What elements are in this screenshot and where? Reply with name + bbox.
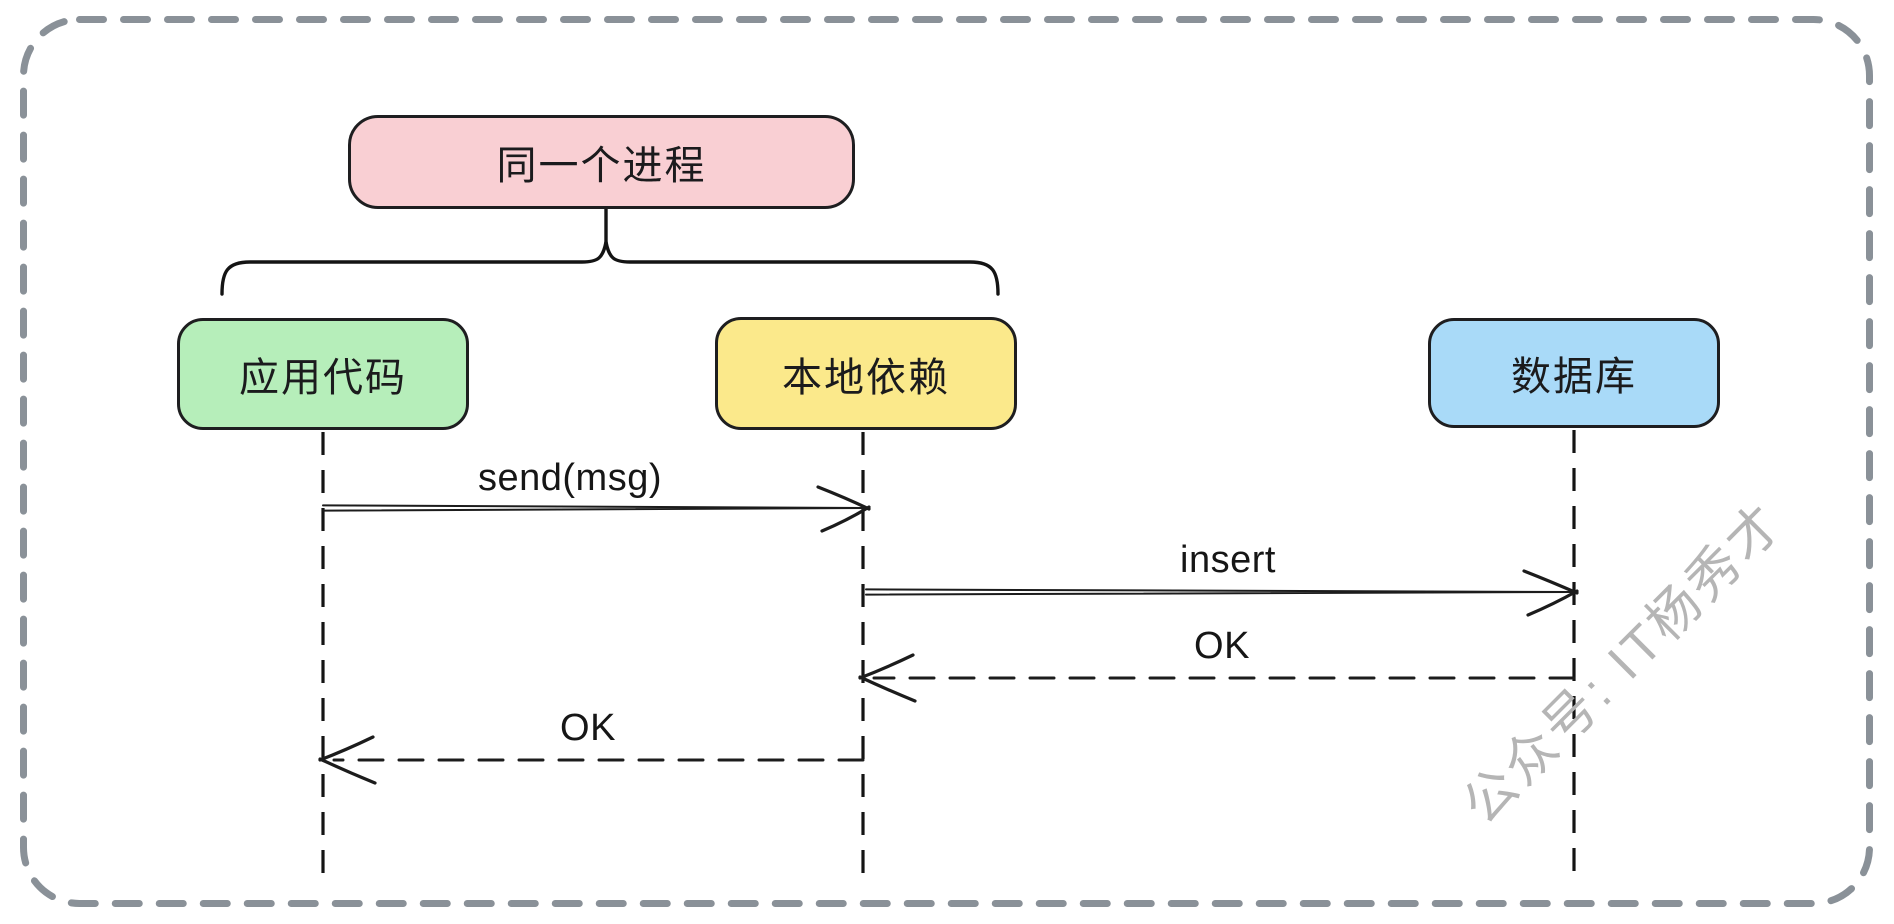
brace-curve [220,241,1000,296]
arrow-ok-from-db [858,653,1576,703]
group-box-same-process: 同一个进程 [348,115,855,209]
message-label-ok-db: OK [1194,625,1250,667]
arrow-send-shaft [322,504,865,512]
arrow-insert [865,569,1579,617]
arrow-send [322,485,871,533]
arrow-ok-dep-head [318,735,377,785]
arrow-ok-db-head [858,653,917,703]
outer-frame-border [20,16,1873,907]
actor-label-database: 数据库 [1511,355,1637,399]
arrow-insert-head [1522,569,1579,617]
actor-box-app-code: 应用代码 [177,318,469,430]
actor-label-local-dep: 本地依赖 [782,355,950,400]
message-label-ok-dep: OK [560,707,616,749]
actor-box-local-dep: 本地依赖 [715,317,1017,430]
actor-box-database: 数据库 [1428,318,1720,428]
arrow-insert-shaft [865,588,1573,596]
arrow-ok-from-dep [318,735,865,785]
arrow-send-head [816,485,871,533]
brace [220,206,1000,296]
actor-label-app-code: 应用代码 [239,356,407,400]
message-label-insert: insert [1180,539,1276,581]
message-label-send: send(msg) [478,457,662,499]
group-box-label: 同一个进程 [496,144,707,188]
